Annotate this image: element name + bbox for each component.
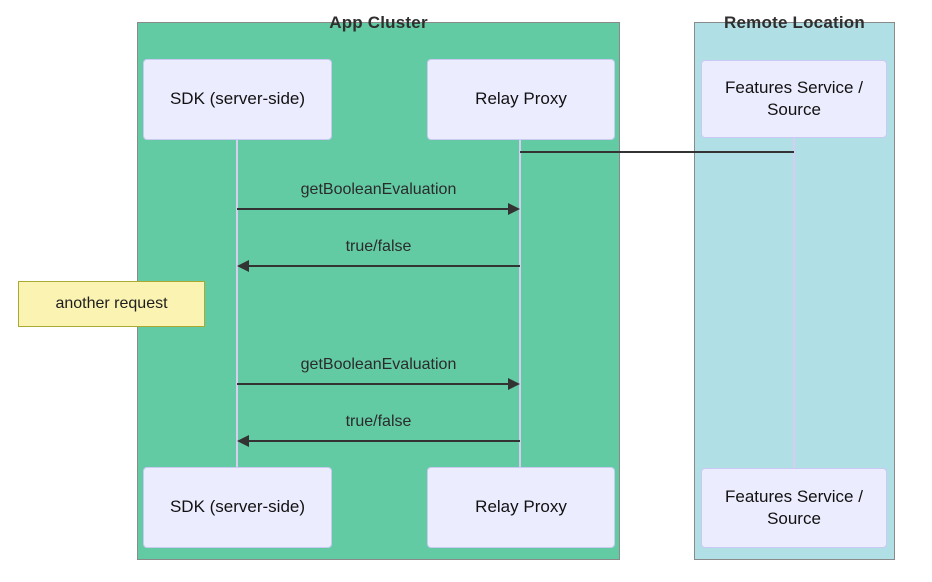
arrow-right-icon bbox=[237, 203, 520, 215]
lifeline-relay bbox=[519, 140, 521, 467]
actor-sdk-bottom: SDK (server-side) bbox=[143, 467, 332, 548]
message-label-truefalse-1: true/false bbox=[345, 238, 412, 255]
lifeline-features bbox=[793, 138, 795, 468]
remote-location-title: Remote Location bbox=[724, 13, 865, 32]
actor-relay-bottom: Relay Proxy bbox=[427, 467, 615, 548]
actor-features-top: Features Service / Source bbox=[701, 60, 887, 138]
app-cluster-title: App Cluster bbox=[329, 13, 428, 32]
message-label-getbooleanevaluation-2: getBooleanEvaluation bbox=[300, 356, 457, 373]
lifeline-sdk bbox=[236, 140, 238, 467]
note-another-request: another request bbox=[18, 281, 205, 327]
connector-relay-to-features bbox=[520, 151, 794, 153]
actor-sdk-top: SDK (server-side) bbox=[143, 59, 332, 140]
arrow-left-icon bbox=[237, 435, 520, 447]
message-label-truefalse-2: true/false bbox=[345, 413, 412, 430]
actor-features-bottom: Features Service / Source bbox=[701, 468, 887, 548]
actor-relay-top: Relay Proxy bbox=[427, 59, 615, 140]
arrow-left-icon bbox=[237, 260, 520, 272]
arrow-right-icon bbox=[237, 378, 520, 390]
message-label-getbooleanevaluation-1: getBooleanEvaluation bbox=[300, 181, 457, 198]
